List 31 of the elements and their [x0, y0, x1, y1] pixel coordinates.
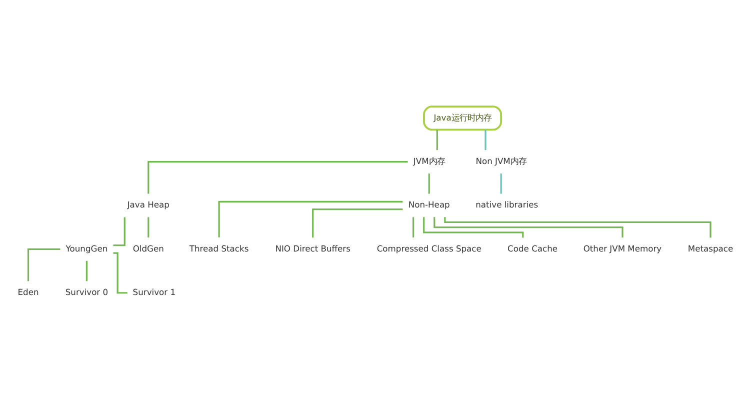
- node-text: JVM内存: [413, 156, 445, 166]
- node-text: Other JVM Memory: [583, 242, 662, 253]
- node-text: Eden: [18, 286, 39, 297]
- node-box: Java运行时内存: [423, 105, 502, 130]
- node-text: Survivor 0: [65, 286, 108, 297]
- node-text: NIO Direct Buffers: [275, 242, 350, 253]
- node-text: OldGen: [132, 242, 164, 253]
- connector: [312, 208, 403, 237]
- node-text: Java Heap: [127, 199, 170, 210]
- node-text: Thread Stacks: [189, 242, 249, 253]
- connector: [148, 216, 150, 237]
- connector: [27, 248, 60, 281]
- node-text: native libraries: [476, 199, 538, 210]
- connector: [148, 160, 408, 194]
- node-text: Metaspace: [688, 242, 734, 253]
- node-text: Compressed Class Space: [376, 242, 482, 253]
- connector: [218, 200, 403, 237]
- connector: [412, 216, 414, 237]
- connector: [484, 129, 486, 150]
- node-text: YoungGen: [66, 242, 108, 253]
- connector: [423, 216, 524, 238]
- connector: [500, 173, 502, 194]
- connector: [428, 173, 430, 194]
- connector: [86, 260, 88, 281]
- connector: [434, 216, 624, 237]
- node-text: Code Cache: [508, 242, 558, 253]
- node-text: Non JVM内存: [476, 156, 526, 166]
- connector: [436, 129, 438, 150]
- node-text: Non-Heap: [408, 199, 450, 210]
- connector: [113, 216, 126, 246]
- node-text: Survivor 1: [132, 286, 176, 297]
